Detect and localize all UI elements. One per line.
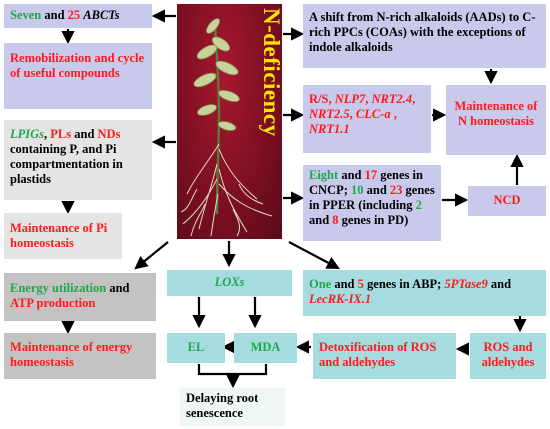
- abct-count-2: 25: [67, 8, 81, 22]
- box-delay: Delaying root senescence: [180, 388, 285, 426]
- rs-sep-5: ,: [390, 107, 397, 121]
- lpig-label: LPIGs: [10, 127, 45, 141]
- plant-seedling-illustration: [180, 18, 273, 237]
- energy-and: and: [106, 281, 130, 295]
- arrow-photo-to-abp: [288, 241, 340, 270]
- n-homeostasis-text: Maintenance of N homeostasis: [454, 99, 538, 128]
- cncp-and-1: and: [338, 168, 365, 182]
- detox-text: Detoxification of ROS and aldehydes: [319, 340, 437, 369]
- box-ros: ROS and aldehydes: [470, 333, 546, 379]
- rs-sep-3: ,: [412, 92, 416, 106]
- box-energy-homeostasis: Maintenance of energy homeostasis: [4, 333, 156, 379]
- delay-text: Delaying root senescence: [186, 391, 259, 420]
- cncp-genes: genes in CNCP;: [309, 168, 423, 197]
- abct-count-1: Seven: [10, 8, 42, 22]
- arrow-photo-to-energy: [134, 241, 169, 270]
- ncd-text: NCD: [493, 193, 521, 207]
- lpig-rest: containing P, and Pi compartmentation in…: [10, 142, 123, 186]
- cncp-eight: Eight: [309, 168, 339, 182]
- abp-and-1: and: [331, 277, 358, 291]
- box-mda: MDA: [234, 333, 297, 363]
- mda-text: MDA: [250, 340, 281, 354]
- box-n-homeostasis: Maintenance of N homeostasis: [446, 85, 546, 155]
- pper-genes: genes in PPER (including: [309, 183, 435, 212]
- shift-text: A shift from N-rich alkaloids (AADs) to …: [309, 10, 536, 54]
- nrt11-label: NRT1.1: [309, 122, 350, 136]
- ros-text: ROS and aldehydes: [481, 340, 535, 369]
- box-rs: R/S, NLP7, NRT2.4, NRT2.5, CLC-a , NRT1.…: [303, 85, 431, 153]
- box-abp: One and 5 genes in ABP; 5PTase9 and LecR…: [303, 270, 546, 316]
- abp-5: 5: [357, 277, 364, 291]
- box-cncp: Eight and 17 genes in CNCP; 10 and 23 ge…: [303, 165, 441, 241]
- pper-23: 23: [389, 183, 403, 197]
- rs-sep-4: ,: [349, 107, 356, 121]
- box-lox: LOXs: [167, 270, 292, 296]
- pd-2: 2: [415, 198, 422, 212]
- box-shift: A shift from N-rich alkaloids (AADs) to …: [303, 4, 546, 68]
- box-pi-homeostasis: Maintenance of Pi homeostasis: [4, 213, 122, 259]
- lpig-sep-2: and: [71, 127, 98, 141]
- box-abct: Seven and 25 ABCTs: [4, 4, 152, 28]
- pd-genes: genes in PD): [338, 213, 409, 227]
- rs-sep-1: ,: [328, 92, 335, 106]
- plant-photo: N-deficiency: [177, 4, 282, 239]
- energy-utilization: Energy utilization: [10, 281, 107, 295]
- abct-genes: ABCTs: [83, 8, 120, 22]
- el-text: EL: [187, 340, 205, 354]
- pl-label: PLs: [50, 127, 72, 141]
- lecrk-label: LecRK-IX.1: [309, 292, 372, 306]
- cncp-and-3: and: [309, 213, 333, 227]
- energy-homeostasis-text: Maintenance of energy homeostasis: [10, 340, 133, 369]
- 5ptase9-label: 5PTase9: [444, 277, 488, 291]
- nd-label: NDs: [97, 127, 121, 141]
- box-detox: Detoxification of ROS and aldehydes: [313, 333, 456, 379]
- photo-title: N-deficiency: [259, 8, 282, 137]
- box-el: EL: [167, 333, 225, 363]
- box-lpig: LPIGs, PLs and NDs containing P, and Pi …: [4, 120, 152, 200]
- abp-one: One: [309, 277, 332, 291]
- nlp7-label: NLP7: [334, 92, 366, 106]
- abct-and: and: [41, 8, 68, 22]
- pi-homeostasis-text: Maintenance of Pi homeostasis: [10, 221, 108, 250]
- remobilization-text: Remobilization and cycle of useful compo…: [10, 51, 145, 80]
- abp-genes: genes in ABP;: [363, 277, 445, 291]
- pd-8: 8: [332, 213, 339, 227]
- abp-and-2: and: [487, 277, 512, 291]
- pper-10: 10: [351, 183, 364, 197]
- cncp-17: 17: [364, 168, 378, 182]
- rs-sep-2: ,: [365, 92, 372, 106]
- box-remobilization: Remobilization and cycle of useful compo…: [4, 43, 152, 109]
- arrow-bracket-to-delay: [197, 364, 268, 376]
- atp-production: ATP production: [10, 296, 96, 310]
- clca-label: CLC-a: [355, 107, 391, 121]
- lox-text: LOXs: [214, 275, 245, 289]
- nrt24-label: NRT2.4: [371, 92, 413, 106]
- box-ncd: NCD: [468, 186, 546, 216]
- cncp-and-2: and: [363, 183, 390, 197]
- rs-label: R/S: [309, 92, 329, 106]
- nrt25-label: NRT2.5: [309, 107, 350, 121]
- lpig-sep-1: ,: [44, 127, 51, 141]
- box-energy: Energy utilization and ATP production: [4, 273, 156, 321]
